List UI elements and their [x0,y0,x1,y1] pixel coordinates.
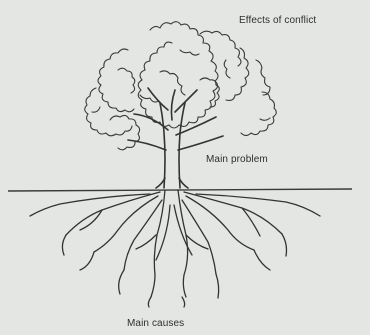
tree-trunk [128,88,223,188]
main-causes-label: Main causes [127,318,184,329]
ground-line [8,189,352,191]
tree-roots [30,190,320,307]
main-problem-label: Main problem [206,154,268,165]
effects-label: Effects of conflict [239,15,316,26]
